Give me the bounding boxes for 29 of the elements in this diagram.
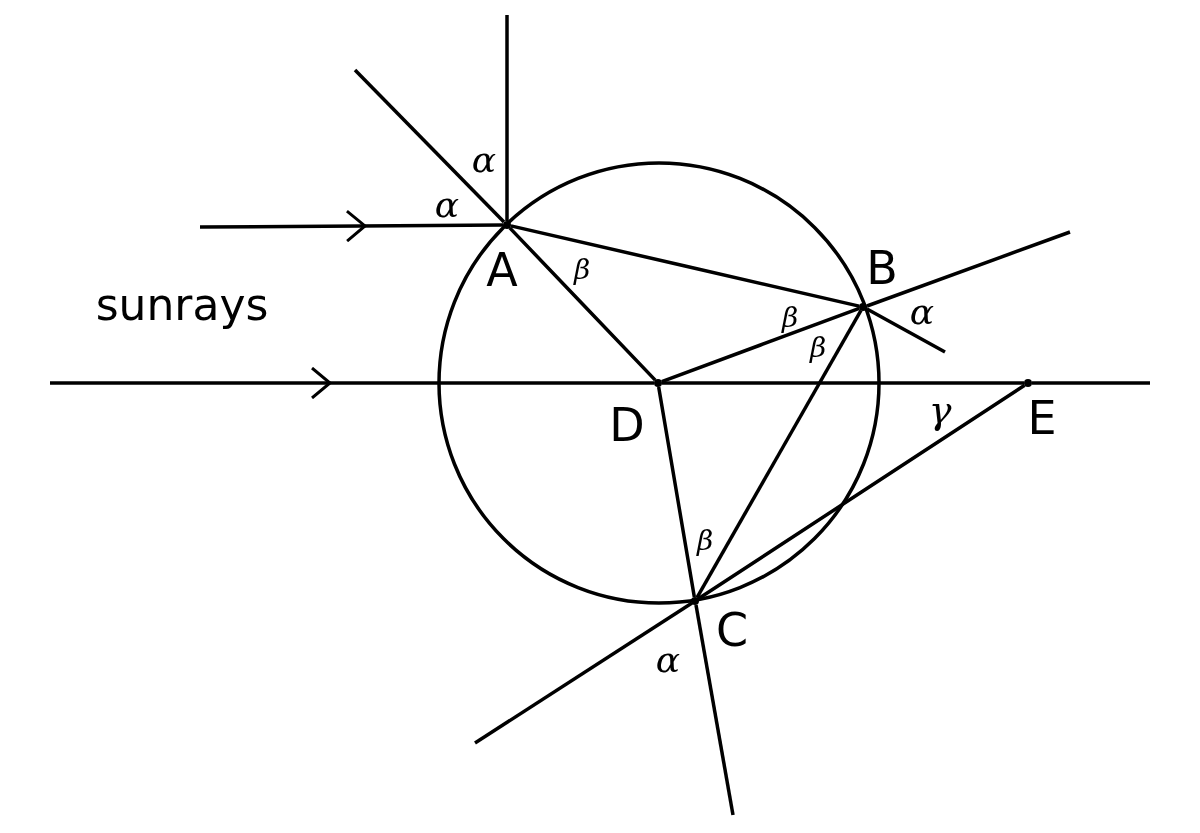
line-segment bbox=[656, 386, 697, 598]
angle-label: β bbox=[809, 334, 827, 362]
angle-label: α bbox=[471, 142, 497, 178]
ray-arrow bbox=[50, 366, 654, 400]
junction-point bbox=[503, 221, 511, 229]
ray-arrow bbox=[200, 209, 503, 243]
angle-label: β bbox=[696, 527, 714, 555]
angle-label: α bbox=[434, 187, 460, 223]
angle-label: α bbox=[655, 642, 681, 678]
line-segment bbox=[508, 226, 657, 382]
junction-point bbox=[859, 303, 867, 311]
angle-label: γ bbox=[928, 391, 952, 429]
line-segment bbox=[695, 309, 863, 599]
point-label: B bbox=[866, 245, 898, 291]
junction-point bbox=[691, 597, 699, 605]
angle-label: α bbox=[909, 294, 935, 330]
point-label: A bbox=[486, 247, 518, 293]
line-segment bbox=[697, 383, 1026, 601]
line-segment bbox=[661, 306, 860, 384]
junction-point bbox=[654, 379, 662, 387]
ray-label: sunrays bbox=[95, 283, 269, 327]
junction-point bbox=[1024, 379, 1032, 387]
angle-label: β bbox=[781, 304, 799, 332]
point-label: E bbox=[1027, 395, 1057, 441]
line-segment bbox=[662, 381, 1024, 385]
line-segment bbox=[510, 224, 860, 308]
point-label: D bbox=[609, 402, 645, 448]
angle-label: β bbox=[573, 256, 591, 284]
point-label: C bbox=[715, 607, 749, 653]
